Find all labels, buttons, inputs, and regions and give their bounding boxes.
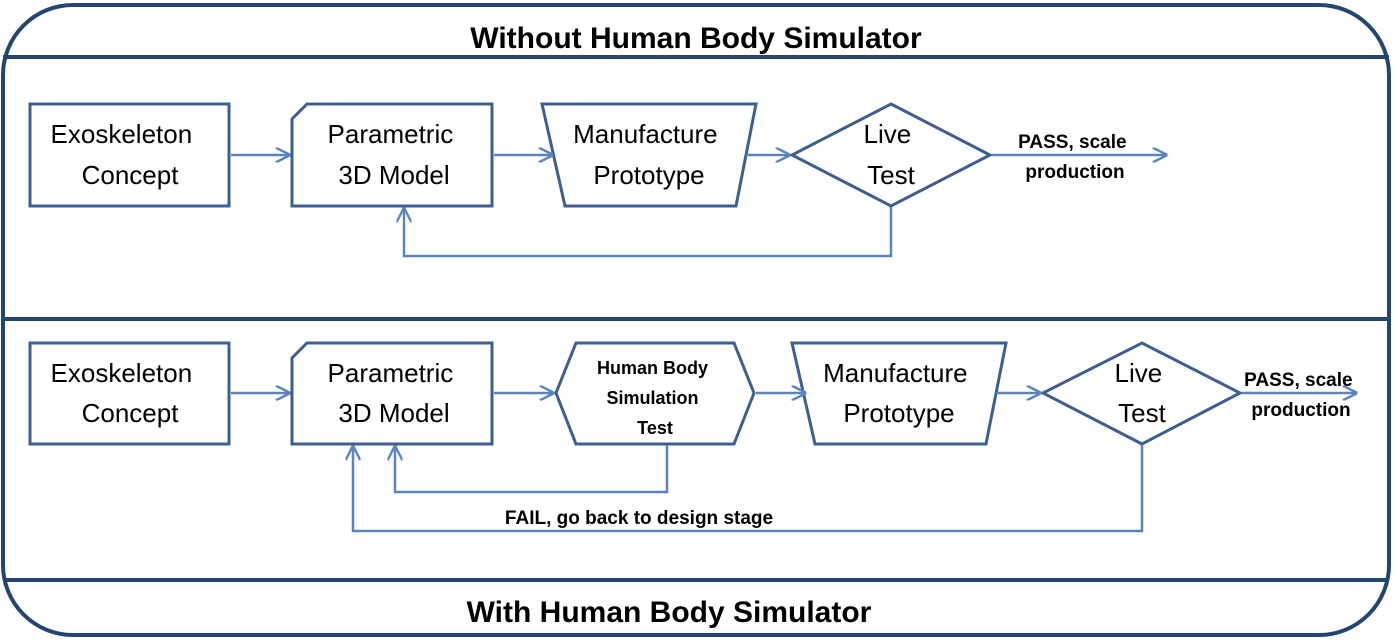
- top-model-line1: Parametric: [328, 119, 454, 149]
- bottom-manufacture-node: Manufacture Prototype: [790, 341, 1008, 446]
- top-manufacture-line2: Prototype: [593, 160, 704, 190]
- bottom-flow: Exoskeleton Concept Parametric 3D Model …: [28, 341, 1358, 533]
- svg-text:Human Body Simulation: Human Body Simulation Test: [597, 358, 713, 438]
- bottom-fail-label: FAIL, go back to design stage: [505, 508, 773, 529]
- top-pass-label: PASS, scale production: [1018, 132, 1132, 183]
- top-concept-node: Exoskeleton Concept: [28, 102, 231, 208]
- bottom-model-line1: Parametric: [328, 358, 454, 388]
- bottom-simulation-line2: Simulation: [606, 388, 698, 408]
- top-concept-line2: Concept: [82, 160, 180, 190]
- top-model-line2: 3D Model: [338, 160, 449, 190]
- top-concept-line1: Exoskeleton: [51, 119, 193, 149]
- bottom-model-node: Parametric 3D Model: [290, 341, 494, 446]
- svg-text:Exoskeleton Concept: Exoskeleton Concept: [51, 358, 200, 428]
- top-test-line2: Test: [867, 160, 915, 190]
- bottom-model-line2: 3D Model: [338, 398, 449, 428]
- top-section-title: Without Human Body Simulator: [470, 22, 922, 55]
- bottom-section-title: With Human Body Simulator: [467, 596, 872, 629]
- bottom-concept-node: Exoskeleton Concept: [28, 341, 231, 446]
- bottom-concept-line2: Concept: [82, 398, 180, 428]
- top-test-line1: Live: [864, 119, 912, 149]
- top-test-node: Live Test: [788, 102, 994, 208]
- bottom-concept-line1: Exoskeleton: [51, 358, 193, 388]
- svg-text:Exoskeleton Concept: Exoskeleton Concept: [51, 119, 200, 190]
- svg-text:Parametric 3D Model: Parametric 3D Model: [328, 119, 461, 190]
- bottom-manufacture-line2: Prototype: [843, 398, 954, 428]
- svg-text:Manufacture Prototype: Manufacture Prototype: [573, 119, 725, 190]
- top-manufacture-node: Manufacture Prototype: [540, 102, 758, 208]
- bottom-arrow-test-feedback: [353, 445, 1144, 533]
- top-arrow-test-feedback: [404, 207, 893, 258]
- svg-text:Manufacture Prototype: Manufacture Prototype: [823, 358, 975, 428]
- top-manufacture-line1: Manufacture: [573, 119, 718, 149]
- bottom-test-line1: Live: [1115, 358, 1163, 388]
- bottom-pass-label: PASS, scale production: [1244, 370, 1358, 421]
- bottom-simulation-node: Human Body Simulation Test: [554, 341, 756, 446]
- svg-text:Live Test: Live Test: [1115, 358, 1170, 428]
- svg-text:Parametric 3D Model: Parametric 3D Model: [328, 358, 461, 428]
- bottom-arrow-simulation-feedback: [395, 445, 669, 494]
- top-model-node: Parametric 3D Model: [290, 102, 494, 208]
- top-flow: Exoskeleton Concept Parametric 3D Model …: [28, 102, 1166, 258]
- bottom-test-node: Live Test: [1039, 341, 1244, 446]
- bottom-test-line2: Test: [1118, 398, 1166, 428]
- svg-text:Live Test: Live Test: [864, 119, 919, 190]
- bottom-simulation-line1: Human Body: [597, 358, 708, 378]
- bottom-simulation-line3: Test: [637, 418, 673, 438]
- bottom-manufacture-line1: Manufacture: [823, 358, 968, 388]
